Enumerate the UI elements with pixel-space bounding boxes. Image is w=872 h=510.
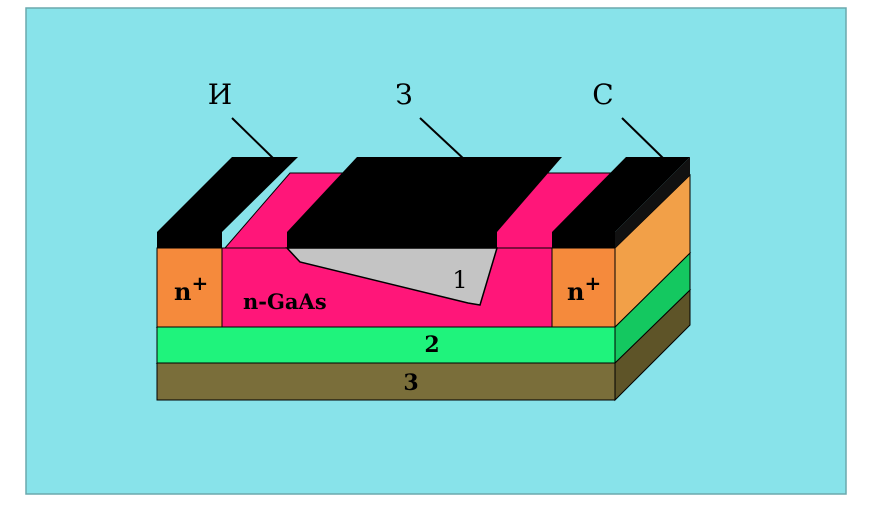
drain-leader-line (621, 117, 666, 161)
drain-label: С (592, 78, 613, 111)
buffer-front-face (156, 326, 616, 364)
left-contact-label: n+ (174, 271, 208, 306)
source-metal-front (157, 232, 222, 248)
drain-metal-side (615, 157, 690, 248)
gate-label: З (395, 78, 412, 111)
buffer-label: 2 (424, 332, 439, 358)
right-contact-front-face (551, 247, 616, 328)
source-metal-top (157, 157, 298, 232)
drain-metal-front (552, 232, 615, 248)
substrate-label: 3 (403, 370, 418, 396)
gate-metal-front (287, 232, 497, 248)
depletion-label: 1 (452, 266, 467, 294)
gate-metal-top (287, 157, 562, 232)
left-contact-superscript: + (191, 271, 208, 295)
source-leader-line (231, 117, 276, 161)
channel-label: n-GaAs (243, 289, 327, 314)
substrate-front-face (156, 362, 616, 401)
gate-leader-line (419, 117, 466, 161)
left-contact-letter: n (174, 277, 191, 306)
left-contact-front-face (156, 247, 223, 328)
source-label: И (208, 78, 232, 111)
right-contact-superscript: + (584, 271, 601, 295)
drain-metal-top (552, 157, 690, 232)
right-contact-letter: n (567, 277, 584, 306)
right-contact-label: n+ (567, 271, 601, 306)
